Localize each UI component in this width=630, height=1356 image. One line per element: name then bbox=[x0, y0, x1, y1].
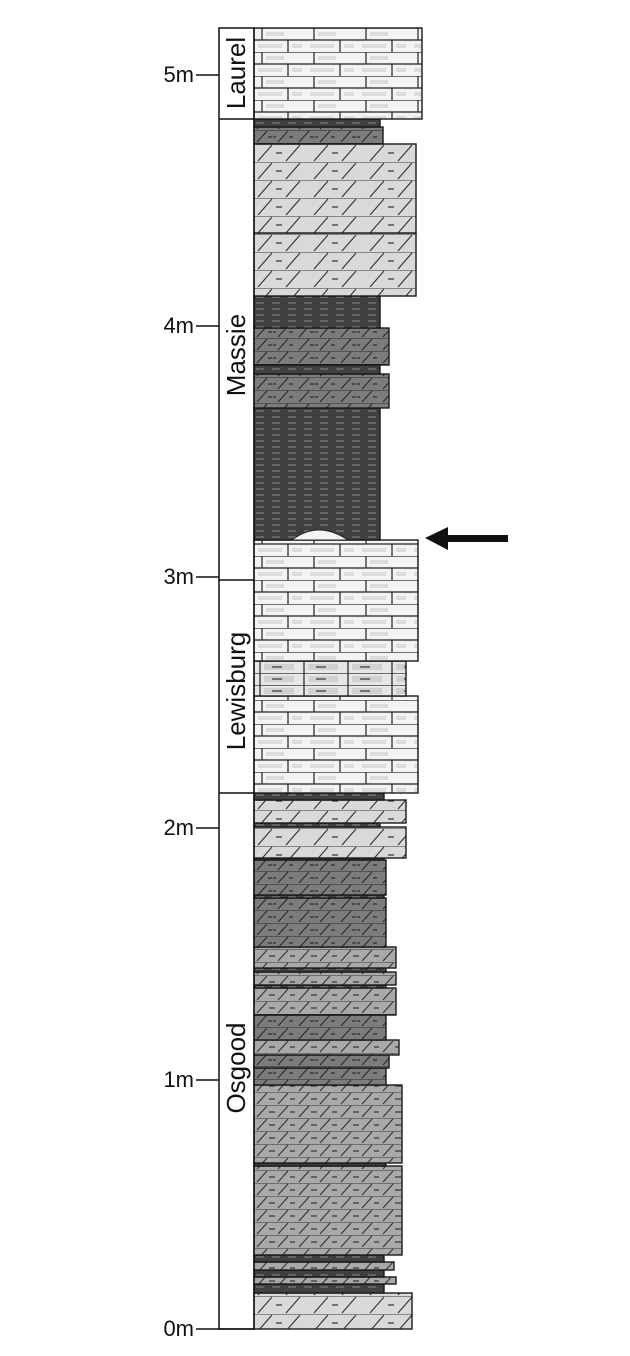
bed-shale bbox=[253, 792, 385, 801]
scale-label-4m: 4m bbox=[163, 313, 194, 338]
bed-dark-dol bbox=[253, 1054, 390, 1069]
bed-dark-dol bbox=[253, 126, 384, 145]
bed-limestone bbox=[253, 695, 419, 794]
formation-label-massie: Massie bbox=[221, 313, 251, 397]
bed-shale bbox=[253, 1269, 385, 1278]
bed-light-dol bbox=[253, 1292, 413, 1330]
bed-med-dol bbox=[253, 971, 397, 986]
arrow-left-icon bbox=[425, 527, 508, 550]
scale-label-2m: 2m bbox=[163, 815, 194, 840]
bed-light-dol bbox=[253, 826, 407, 859]
bed-layers bbox=[253, 27, 423, 1330]
bed-light-dol bbox=[253, 143, 417, 234]
bed-dark-dol bbox=[253, 373, 390, 409]
scale-label-1m: 1m bbox=[163, 1067, 194, 1092]
scale-label-0m: 0m bbox=[163, 1316, 194, 1341]
contact-nodule bbox=[290, 529, 350, 541]
bed-argillaceous-ls bbox=[253, 660, 407, 697]
bed-dark-dol bbox=[253, 1067, 387, 1086]
scale-label-5m: 5m bbox=[163, 62, 194, 87]
bed-limestone bbox=[253, 539, 419, 662]
bed-limestone bbox=[253, 27, 423, 120]
bed-med-dol bbox=[253, 1084, 403, 1164]
bed-med-dol bbox=[253, 987, 397, 1016]
bed-shale bbox=[253, 407, 381, 541]
scale-label-3m: 3m bbox=[163, 564, 194, 589]
bed-dark-dol bbox=[253, 327, 390, 366]
bed-med-dol bbox=[253, 1039, 400, 1056]
formation-label-lewisburg: Lewisburg bbox=[221, 631, 251, 751]
formation-label-laurel: Laurel bbox=[221, 36, 251, 110]
bed-shale bbox=[253, 1283, 385, 1294]
bed-med-dol bbox=[253, 946, 397, 969]
bed-med-dol bbox=[253, 1165, 403, 1256]
scale-ticks bbox=[196, 74, 254, 1330]
bed-med-dol bbox=[253, 1261, 395, 1271]
bed-shale bbox=[253, 118, 381, 128]
bed-dark-dol bbox=[253, 1014, 387, 1041]
bed-shale bbox=[253, 364, 381, 375]
bed-light-dol bbox=[253, 799, 407, 824]
bed-shale bbox=[253, 1254, 385, 1263]
bed-dark-dol bbox=[253, 859, 387, 896]
bed-med-dol bbox=[253, 1276, 397, 1285]
bed-dark-dol bbox=[253, 897, 387, 948]
bed-shale bbox=[253, 295, 381, 329]
formation-label-osgood: Osgood bbox=[221, 1022, 251, 1114]
bed-light-dol bbox=[253, 232, 417, 297]
